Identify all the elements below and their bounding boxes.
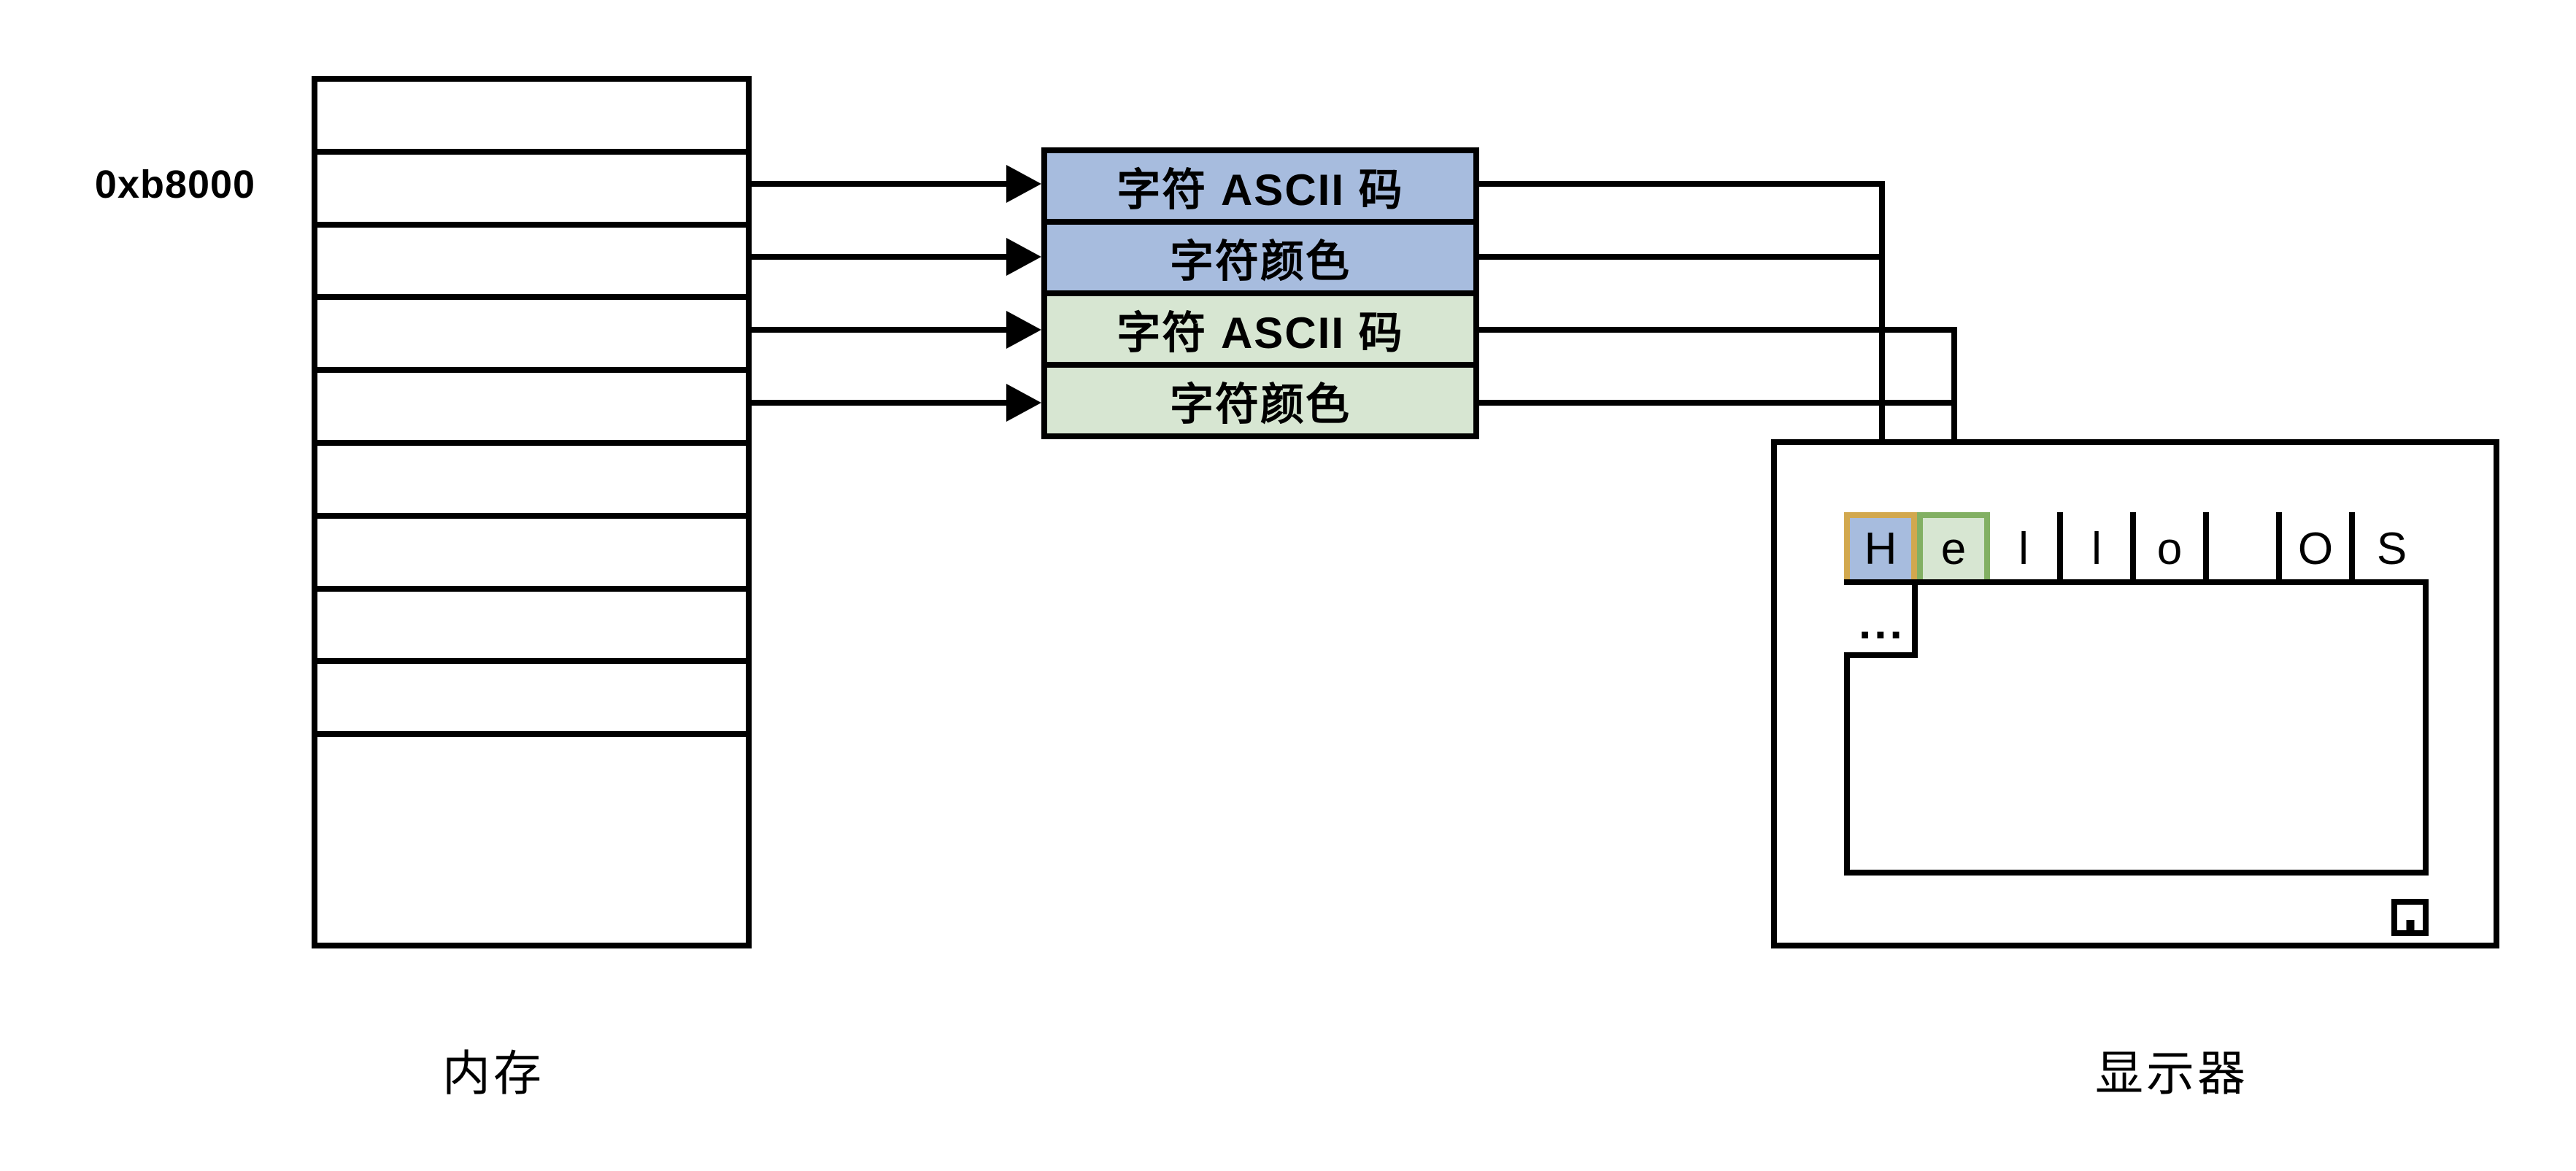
char-cell-letter: H (1864, 523, 1897, 574)
char-attr-row-ascii-1: 字符 ASCII 码 (1047, 153, 1473, 219)
box-to-display-line (1479, 254, 1885, 260)
arrow-head-right-icon (1006, 311, 1041, 349)
memory-row-divider (317, 149, 746, 155)
box-to-display-line (1479, 327, 1957, 333)
char-cell-letter: O (2297, 523, 2334, 574)
char-cell-h: H (1844, 512, 1917, 585)
char-cell-letter: l (2018, 523, 2029, 574)
memory-address-label: 0xb8000 (94, 163, 256, 206)
memory-row-divider (317, 294, 746, 300)
char-attr-row-label: 字符颜色 (1170, 236, 1351, 286)
memory-box (312, 76, 752, 948)
char-cell: S (2355, 512, 2429, 585)
char-attr-row-color-1: 字符颜色 (1047, 219, 1473, 290)
cursor-box (2391, 899, 2429, 936)
memory-row-divider (317, 658, 746, 664)
ellipsis-cell: ... (1844, 585, 1918, 658)
char-attr-row-label: 字符颜色 (1170, 379, 1351, 429)
char-cell-space (2209, 512, 2282, 585)
arrow-head-right-icon (1006, 384, 1041, 422)
display-caption: 显示器 (2095, 1046, 2248, 1100)
char-attribute-box: 字符 ASCII 码 字符颜色 字符 ASCII 码 字符颜色 (1041, 147, 1479, 439)
memory-row-divider (317, 731, 746, 737)
memory-to-box-line (752, 181, 1011, 187)
ellipsis-label: ... (1859, 598, 1905, 649)
char-cell-letter: l (2091, 523, 2102, 574)
arrow-head-right-icon (1006, 238, 1041, 276)
cell-row-bottom-line (1844, 579, 2429, 585)
memory-to-box-line (752, 327, 1011, 333)
memory-row-divider (317, 440, 746, 446)
char-cell-letter: S (2376, 523, 2407, 574)
box-to-display-line (1479, 181, 1885, 187)
memory-caption: 内存 (442, 1046, 544, 1100)
box-to-display-line (1479, 400, 1957, 406)
char-cell-letter: o (2156, 523, 2183, 574)
char-attr-row-ascii-2: 字符 ASCII 码 (1047, 290, 1473, 362)
memory-row-divider (317, 367, 746, 373)
char-cell: o (2136, 512, 2209, 585)
memory-to-box-line (752, 400, 1011, 406)
char-cell: l (2063, 512, 2136, 585)
cursor-dot (2406, 920, 2414, 930)
char-cell: l (1990, 512, 2063, 585)
drop-line-to-cell-e (1951, 327, 1957, 483)
char-attr-row-label: 字符 ASCII 码 (1117, 308, 1404, 358)
char-cell: O (2282, 512, 2355, 585)
drop-line-to-cell-h (1879, 181, 1885, 483)
memory-to-box-line (752, 254, 1011, 260)
memory-row-divider (317, 513, 746, 519)
memory-row-divider (317, 222, 746, 228)
char-attr-row-label: 字符 ASCII 码 (1117, 165, 1404, 215)
char-cell-letter: e (1940, 523, 1967, 574)
char-attr-row-color-2: 字符颜色 (1047, 362, 1473, 433)
arrow-head-right-icon (1006, 165, 1041, 203)
char-cell-e: e (1917, 512, 1990, 585)
memory-row-divider (317, 586, 746, 592)
